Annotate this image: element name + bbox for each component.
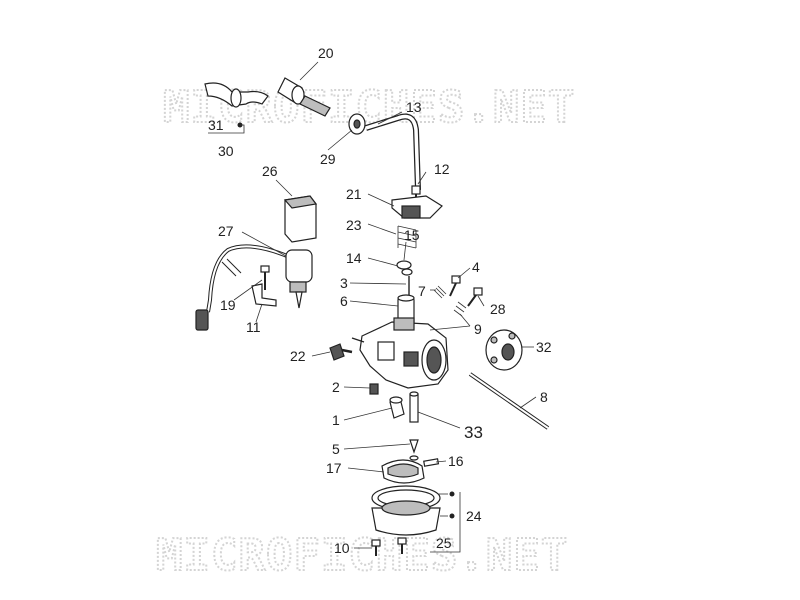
part-washer-hole xyxy=(353,119,361,129)
callout-7: 7 xyxy=(418,283,426,299)
callout-25: 25 xyxy=(436,535,452,551)
part-jet-holder xyxy=(389,396,405,419)
watermark-bottom: MICROFICHES.NET xyxy=(156,530,568,581)
callout-10: 10 xyxy=(334,540,350,556)
callout-19: 19 xyxy=(220,297,236,313)
callout-16: 16 xyxy=(448,453,464,469)
part-screw-10 xyxy=(371,539,381,556)
part-spring-7 xyxy=(433,285,447,299)
callout-8: 8 xyxy=(540,389,548,405)
callout-28: 28 xyxy=(490,301,506,317)
callout-31: 31 xyxy=(208,117,224,133)
part-carburetor-body xyxy=(351,317,449,389)
callout-5: 5 xyxy=(332,441,340,457)
callout-30: 30 xyxy=(218,143,234,159)
part-spring-9 xyxy=(453,301,467,317)
callout-6: 6 xyxy=(340,293,348,309)
callout-labels: 20 13 31 30 29 12 26 21 23 27 15 14 4 3 … xyxy=(208,45,552,556)
callout-33: 33 xyxy=(464,423,483,442)
callout-21: 21 xyxy=(346,186,362,202)
callout-14: 14 xyxy=(346,250,362,266)
part-intake-ring xyxy=(485,329,523,371)
callout-26: 26 xyxy=(262,163,278,179)
group-bracket-24 xyxy=(430,491,461,553)
callout-27: 27 xyxy=(218,223,234,239)
callout-32: 32 xyxy=(536,339,552,355)
part-screw-4 xyxy=(449,275,461,297)
callout-13: 13 xyxy=(406,99,422,115)
part-spring-23 xyxy=(397,225,417,249)
part-electric-choke xyxy=(195,244,313,331)
part-screw-25 xyxy=(397,537,407,554)
part-float xyxy=(381,459,425,484)
part-bracket xyxy=(251,265,277,307)
callout-1: 1 xyxy=(332,412,340,428)
callout-3: 3 xyxy=(340,275,348,291)
part-jet-2 xyxy=(369,383,379,395)
callout-22: 22 xyxy=(290,348,306,364)
callout-24: 24 xyxy=(466,508,482,524)
group-bracket-30-31 xyxy=(208,122,245,134)
callout-29: 29 xyxy=(320,151,336,167)
leader-lines xyxy=(233,61,537,549)
part-screw-22 xyxy=(329,343,353,361)
part-cover xyxy=(391,195,443,219)
part-hose-elbow xyxy=(204,82,269,108)
part-float-bowl xyxy=(371,485,441,536)
part-cable-inner xyxy=(365,114,420,191)
callout-4: 4 xyxy=(472,259,480,275)
part-screw-28 xyxy=(467,287,483,307)
callout-20: 20 xyxy=(318,45,334,61)
callout-2: 2 xyxy=(332,379,340,395)
part-float-needle xyxy=(409,439,419,461)
callout-15: 15 xyxy=(404,227,420,243)
part-pin xyxy=(423,458,440,467)
callout-12: 12 xyxy=(434,161,450,177)
callout-17: 17 xyxy=(326,460,342,476)
callout-11: 11 xyxy=(246,319,261,335)
part-clip xyxy=(396,260,412,270)
part-fitting xyxy=(277,77,331,117)
part-filter-cap xyxy=(283,195,318,243)
part-hose-8-inner xyxy=(469,373,549,429)
callout-9: 9 xyxy=(474,321,482,337)
callout-23: 23 xyxy=(346,217,362,233)
part-small-washer xyxy=(401,268,413,276)
part-emulsion-tube xyxy=(409,391,419,423)
